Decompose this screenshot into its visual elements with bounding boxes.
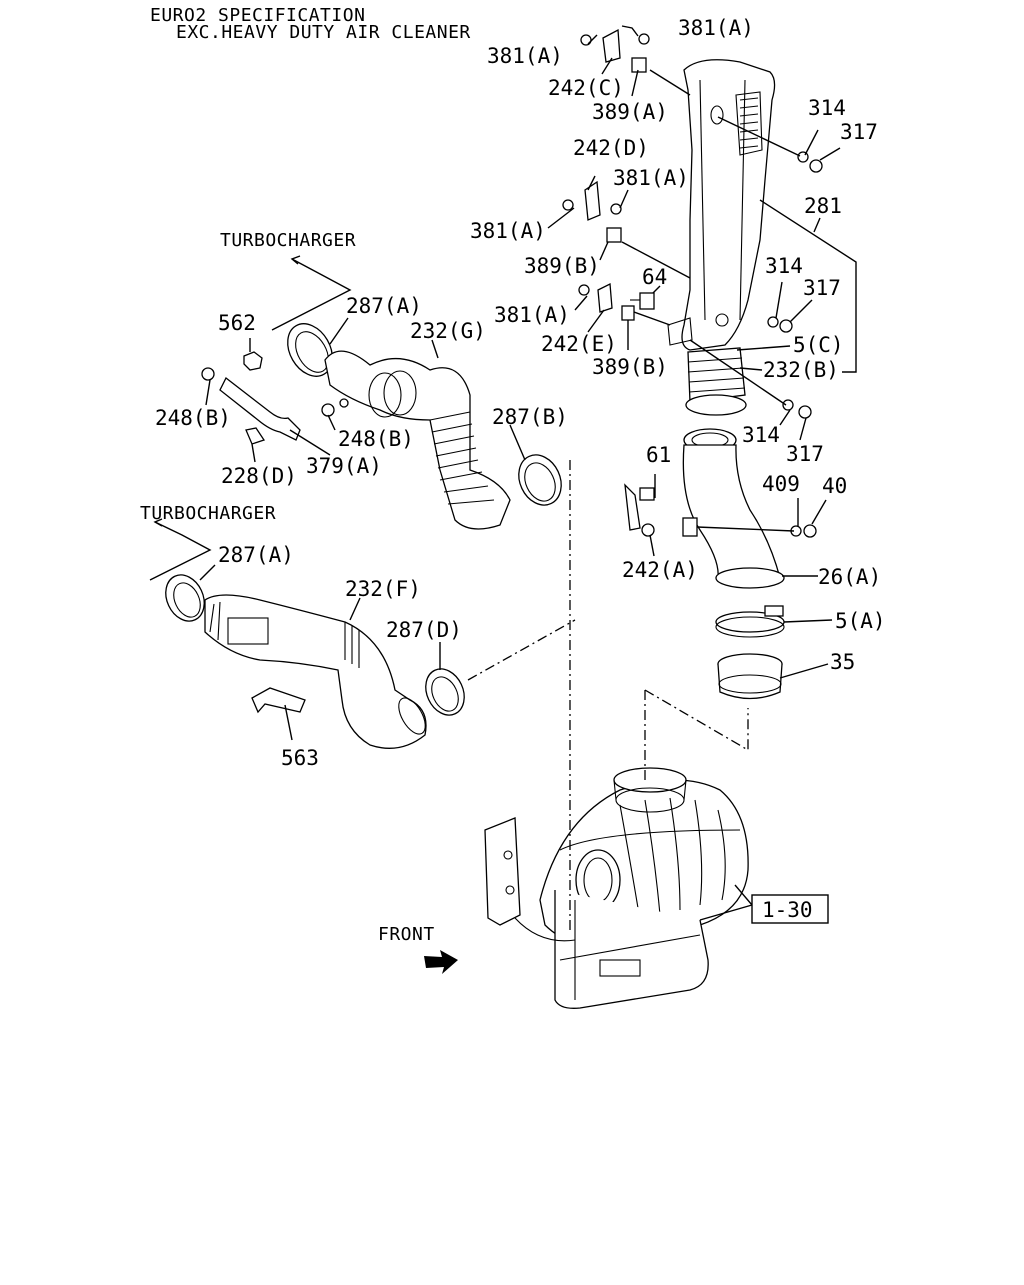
direction-front: FRONT <box>378 924 435 945</box>
callout-389a: 389(A) <box>592 100 668 124</box>
callout-409: 409 <box>762 472 800 496</box>
callout-317: 317 <box>803 276 841 300</box>
clamp-287a-upper <box>287 323 333 377</box>
callout-40: 40 <box>822 474 847 498</box>
callout-389b: 389(B) <box>524 254 600 278</box>
small-hose-379a <box>201 351 349 445</box>
header-line-2: EXC.HEAVY DUTY AIR CLEANER <box>176 22 471 43</box>
callout-287a: 287(A) <box>218 543 294 567</box>
callout-314: 314 <box>808 96 846 120</box>
reference-box-label: 1-30 <box>762 898 813 922</box>
callout-232g: 232(G) <box>410 319 486 343</box>
callout-381a: 381(A) <box>494 303 570 327</box>
clamp-287a-lower <box>165 574 205 622</box>
direction-turbocharger: TURBOCHARGER <box>140 503 276 524</box>
callout-5c: 5(C) <box>793 333 844 357</box>
callout-314: 314 <box>765 254 803 278</box>
callout-287a: 287(A) <box>346 294 422 318</box>
hose-232b <box>685 347 747 416</box>
elbow-26a <box>682 428 785 589</box>
callout-287b: 287(B) <box>492 405 568 429</box>
clamp-287d <box>425 668 465 716</box>
leader-lines <box>149 25 857 930</box>
callout-317: 317 <box>840 120 878 144</box>
hose-232f <box>204 594 427 749</box>
clamp-287b <box>518 454 562 506</box>
callout-232b: 232(B) <box>763 358 839 382</box>
callout-381a: 381(A) <box>678 16 754 40</box>
callout-248b: 248(B) <box>155 406 231 430</box>
header-line-1: EURO2 SPECIFICATION <box>150 5 365 26</box>
callout-242d: 242(D) <box>573 136 649 160</box>
hardware-fasteners <box>562 28 823 538</box>
bracket-563 <box>251 687 306 714</box>
callout-563: 563 <box>281 746 319 770</box>
callout-232f: 232(F) <box>345 577 421 601</box>
callout-562: 562 <box>218 311 256 335</box>
front-arrow-icon <box>424 950 458 974</box>
callout-389b: 389(B) <box>592 355 668 379</box>
callout-248b: 248(B) <box>338 427 414 451</box>
callout-381a: 381(A) <box>613 166 689 190</box>
callout-317: 317 <box>786 442 824 466</box>
callout-64: 64 <box>642 265 667 289</box>
callout-242c: 242(C) <box>548 76 624 100</box>
callout-381a: 381(A) <box>487 44 563 68</box>
callout-242a: 242(A) <box>622 558 698 582</box>
callout-228d: 228(D) <box>221 464 297 488</box>
callout-379a: 379(A) <box>306 454 382 478</box>
callout-5a: 5(A) <box>835 609 886 633</box>
callout-61: 61 <box>646 443 671 467</box>
callout-287d: 287(D) <box>386 618 462 642</box>
intake-duct-281 <box>667 59 776 351</box>
callout-281: 281 <box>804 194 842 218</box>
direction-turbocharger: TURBOCHARGER <box>220 230 356 251</box>
callout-35: 35 <box>830 650 855 674</box>
ring-35 <box>717 653 783 700</box>
clamp-5a <box>715 605 785 638</box>
air-cleaner-assembly <box>484 767 749 1009</box>
reference-box <box>751 894 829 924</box>
hose-232g <box>324 350 511 530</box>
callout-314: 314 <box>742 423 780 447</box>
callout-381a: 381(A) <box>470 219 546 243</box>
callout-26a: 26(A) <box>818 565 881 589</box>
callout-242e: 242(E) <box>541 332 617 356</box>
